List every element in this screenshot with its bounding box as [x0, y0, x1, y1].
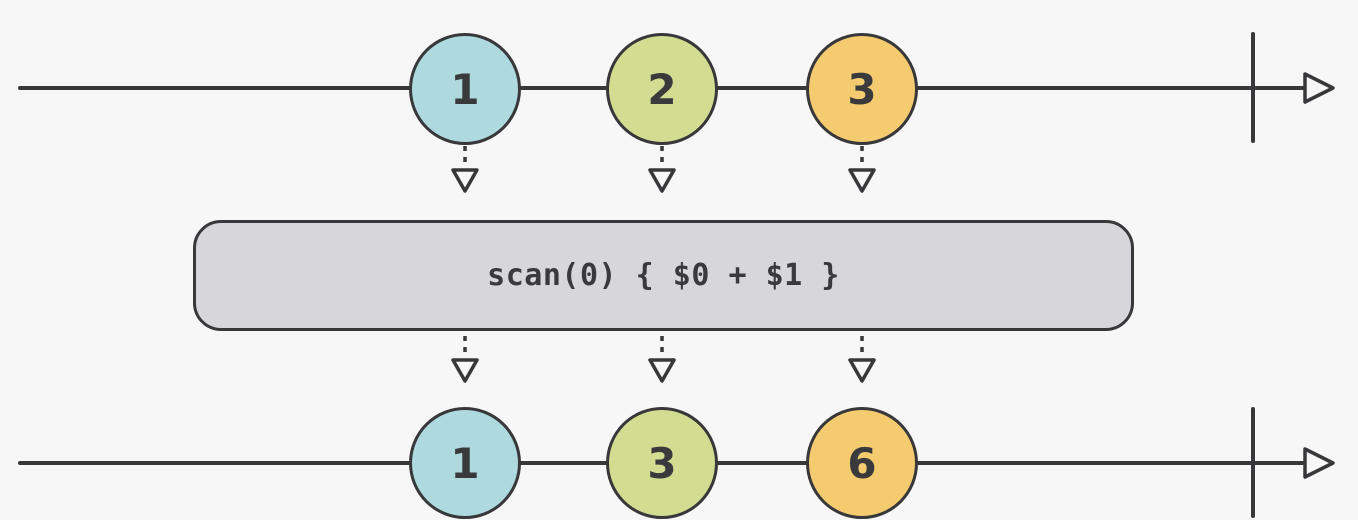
emission-arrow-icon: [848, 146, 876, 193]
emission-arrow-icon: [451, 146, 479, 193]
input-marble-1: 1: [409, 33, 521, 145]
output-timeline-arrowhead-icon: [1303, 447, 1335, 479]
output-marble-3-value: 6: [847, 438, 877, 488]
output-marble-2: 3: [606, 407, 718, 519]
input-marble-2-value: 2: [647, 64, 677, 114]
emission-arrow-icon: [648, 146, 676, 193]
operator-box: scan(0) { $0 + $1 }: [193, 220, 1134, 331]
output-marble-2-value: 3: [647, 438, 677, 488]
input-marble-2: 2: [606, 33, 718, 145]
output-marble-1-value: 1: [450, 438, 480, 488]
operator-label: scan(0) { $0 + $1 }: [487, 258, 840, 293]
output-marble-1: 1: [409, 407, 521, 519]
input-timeline-arrowhead-icon: [1303, 72, 1335, 104]
input-marble-1-value: 1: [450, 64, 480, 114]
input-marble-3-value: 3: [847, 64, 877, 114]
emission-arrow-icon: [848, 336, 876, 383]
output-marble-3: 6: [806, 407, 918, 519]
input-completion-bar: [1251, 32, 1255, 143]
emission-arrow-icon: [648, 336, 676, 383]
emission-arrow-icon: [451, 336, 479, 383]
input-marble-3: 3: [806, 33, 918, 145]
output-completion-bar: [1251, 407, 1255, 518]
